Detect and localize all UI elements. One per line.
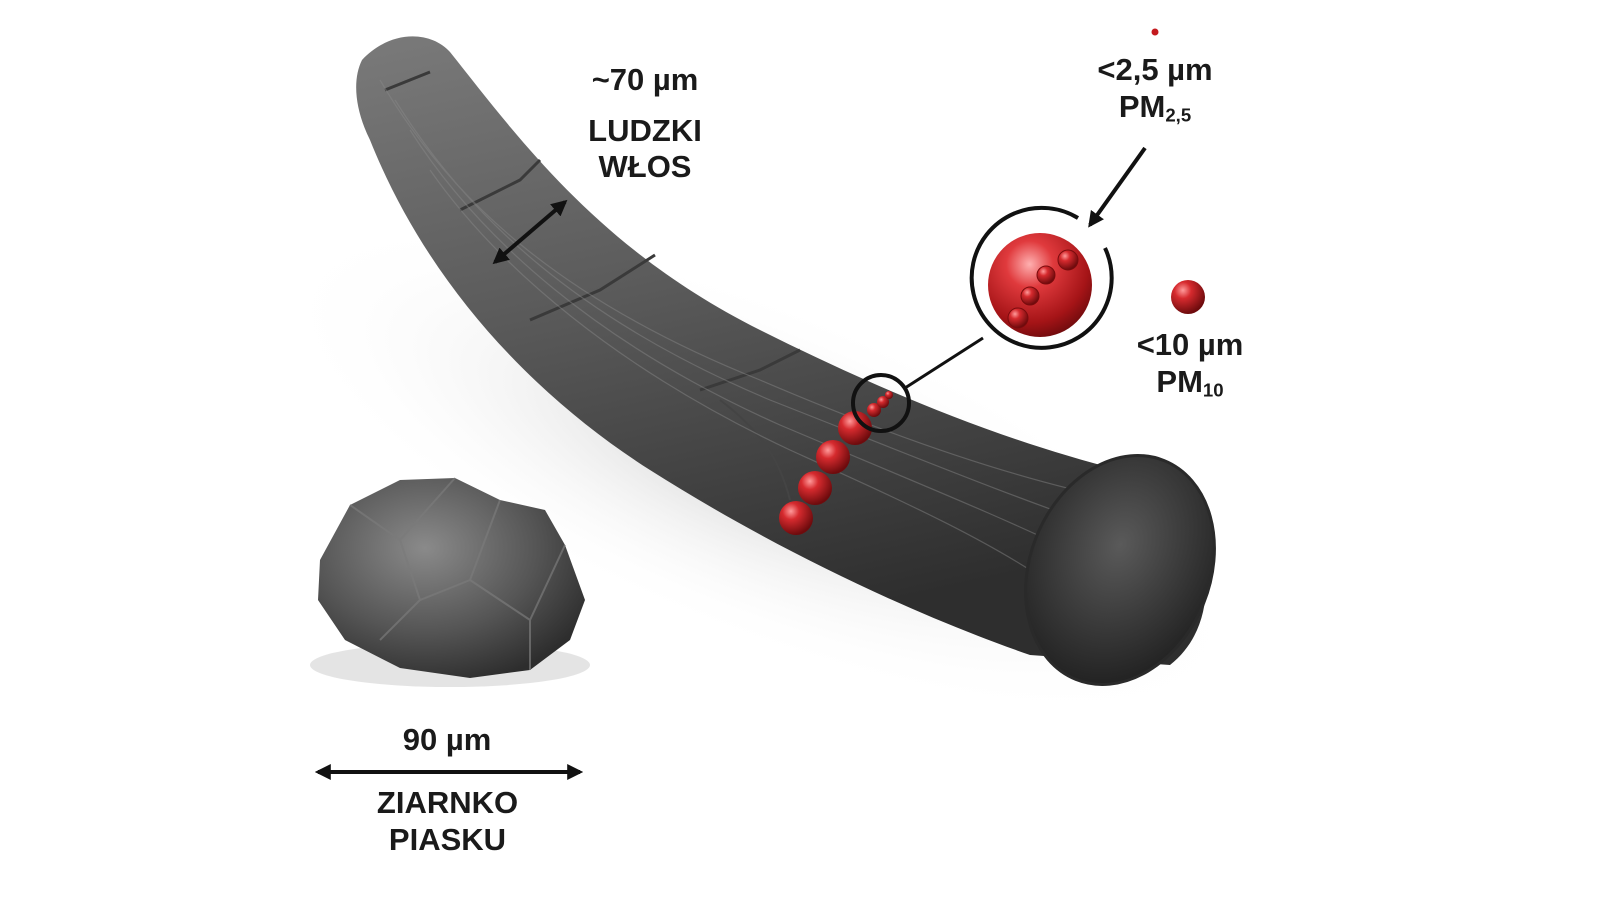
sand-name-label: ZIARNKO PIASKU (350, 785, 545, 858)
sand-name-line1: ZIARNKO (376, 785, 519, 820)
pm25-label: <2,5 µm PM2,5 (1070, 52, 1240, 125)
pm10-size-text: <10 µm (1136, 327, 1244, 362)
pm25-name: PM2,5 (1070, 89, 1240, 126)
pm10-label: <10 µm PM10 (1110, 327, 1270, 400)
hair-name-line1: LUDZKI (588, 112, 702, 148)
pm10-particles-on-hair (779, 391, 893, 535)
human-hair (356, 36, 1216, 686)
hair-label: ~70 µm LUDZKI WŁOS (565, 62, 725, 186)
pm25-reference-dot (1151, 28, 1159, 36)
zoom-source-circle (851, 373, 911, 433)
pm25-pointer-arrow (1088, 146, 1147, 228)
pm10-name: PM10 (1110, 364, 1270, 401)
zoomed-pm10-particle (969, 205, 1114, 350)
hair-cut-end (1024, 454, 1216, 686)
sand-size-label: 90 µm (402, 722, 492, 757)
pm10-name-text: PM (1156, 363, 1203, 399)
pm25-subscript: 2,5 (1165, 104, 1192, 126)
zoom-connector-line (904, 336, 984, 390)
sand-name-line2: PIASKU (388, 821, 507, 857)
pm25-size-text: <2,5 µm (1097, 52, 1213, 87)
hair-size-text: ~70 µm (591, 62, 699, 97)
pm10-subscript: 10 (1202, 379, 1224, 401)
hair-width-arrow (492, 199, 568, 265)
pm10-reference-ball (1171, 280, 1205, 314)
hair-name-line2: WŁOS (598, 149, 692, 185)
sand-grain (310, 477, 590, 687)
pm25-name-text: PM (1118, 88, 1166, 124)
